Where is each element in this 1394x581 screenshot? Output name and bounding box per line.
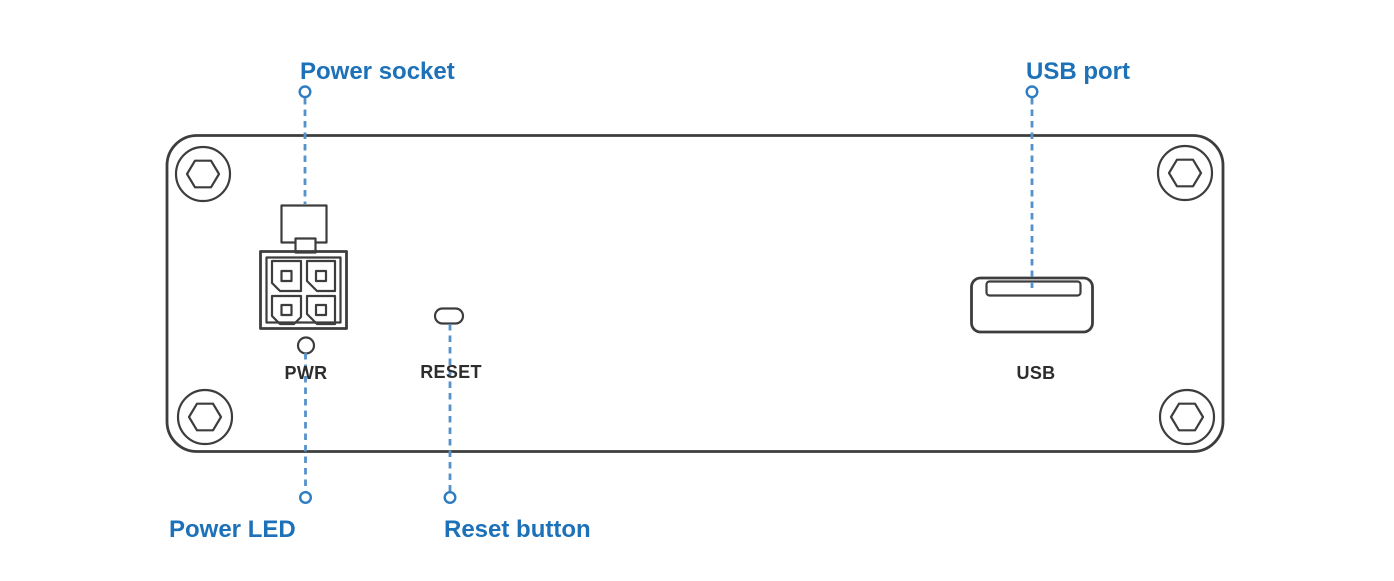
screw-bottom-left-icon: [176, 388, 234, 446]
usb-port-endpoint-dot: [1025, 85, 1039, 99]
callout-usb-port: USB port: [1025, 58, 1130, 288]
usb-port-callout-label: USB port: [1026, 58, 1130, 85]
usb-label: USB: [1017, 363, 1056, 383]
callout-reset-button: Reset button: [443, 324, 591, 543]
reset-label: RESET: [420, 362, 482, 382]
callout-power-socket: Power socket: [298, 58, 455, 204]
reset-button-hole: [433, 307, 465, 325]
reset-button-endpoint-dot: [443, 491, 457, 505]
device-panel: [165, 134, 1225, 453]
power-socket-callout-label: Power socket: [300, 58, 455, 85]
callouts: Power socket USB port Power LED Reset bu…: [169, 58, 1130, 543]
panel-outline: [165, 134, 1225, 453]
screw-top-right-icon: [1156, 144, 1214, 202]
power-led-callout-label: Power LED: [169, 516, 296, 543]
reset-button-callout-label: Reset button: [444, 516, 591, 543]
power-led-indicator: [296, 336, 316, 355]
screw-bottom-right-icon: [1158, 388, 1216, 446]
screw-top-left-icon: [174, 145, 232, 203]
pwr-label: PWR: [285, 363, 328, 383]
panel-silkscreen-labels: PWR RESET USB: [285, 362, 1056, 383]
power-socket-connector: [259, 204, 348, 330]
power-led-endpoint-dot: [299, 491, 313, 505]
power-socket-endpoint-dot: [298, 85, 312, 99]
callout-power-led: Power LED: [169, 353, 313, 543]
usb-port-connector: [970, 276, 1094, 334]
